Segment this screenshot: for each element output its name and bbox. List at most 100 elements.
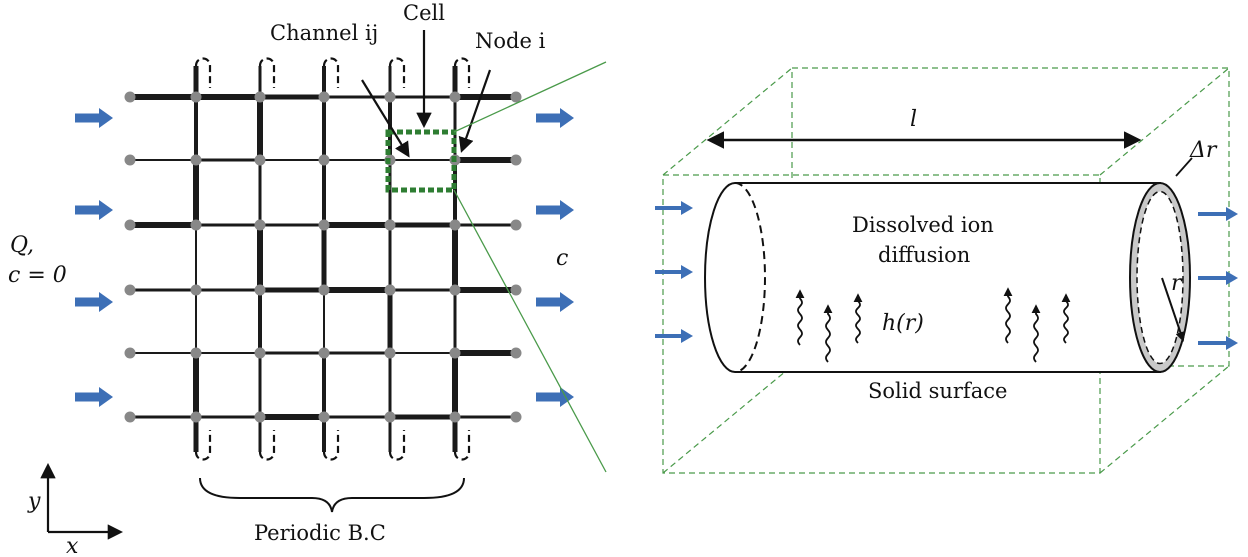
- wavy-arrow: [795, 289, 805, 346]
- node: [384, 411, 396, 423]
- wavy-arrow: [1003, 287, 1013, 344]
- reaction-label: h(r): [882, 311, 924, 336]
- thickness-label: Δr: [1189, 138, 1218, 163]
- wavy-arrows: [795, 287, 1071, 363]
- outlet-flow-arrows: [536, 108, 574, 407]
- wavy-arrow: [1031, 304, 1041, 363]
- node: [190, 154, 202, 166]
- node: [124, 154, 136, 166]
- node: [510, 284, 522, 296]
- node: [384, 219, 396, 231]
- node: [124, 411, 136, 423]
- periodic-loop-bottom: [388, 430, 406, 461]
- surface-label: Solid surface: [868, 379, 1007, 403]
- node: [384, 347, 396, 359]
- arrow-head: [1226, 207, 1238, 221]
- channel-flow-arrows: [655, 201, 1238, 350]
- periodic-label: Periodic B.C: [254, 521, 386, 545]
- wavy-arrow: [823, 304, 833, 363]
- zoom-line-top: [453, 61, 607, 133]
- node: [449, 347, 461, 359]
- periodic-loop-top: [194, 57, 212, 88]
- periodic-loop-top: [453, 57, 471, 88]
- channel-inlet-arrow: [655, 329, 693, 343]
- zoom-line-bottom: [453, 189, 607, 473]
- nodes: [124, 91, 522, 423]
- node: [510, 91, 522, 103]
- inlet-arrow: [75, 387, 113, 407]
- arrow-head: [681, 329, 693, 343]
- cylinder-left-end-far: [734, 182, 766, 373]
- node: [510, 411, 522, 423]
- node-pointer-arrow: [458, 69, 492, 153]
- channel-inlet-arrow: [655, 265, 693, 279]
- channel-outlet-arrow: [1198, 207, 1238, 221]
- node: [190, 284, 202, 296]
- wavy-arrow: [1061, 293, 1071, 344]
- arrow-head: [1226, 336, 1238, 350]
- outlet-c-label: c: [556, 246, 568, 271]
- channel-label: Channel ij: [270, 21, 378, 45]
- node: [318, 219, 330, 231]
- node: [124, 284, 136, 296]
- periodic-loop-bottom: [453, 430, 471, 461]
- node: [254, 284, 266, 296]
- inlet-c-label: c = 0: [8, 263, 67, 288]
- node: [510, 154, 522, 166]
- x-axis-label: x: [66, 534, 79, 557]
- node: [384, 91, 396, 103]
- channel-outlet-arrow: [1198, 271, 1238, 285]
- node: [124, 347, 136, 359]
- node: [254, 91, 266, 103]
- arrow-head: [681, 201, 693, 215]
- node: [318, 154, 330, 166]
- y-axis-label: y: [27, 489, 41, 514]
- inlet-arrow: [75, 292, 113, 312]
- node: [318, 284, 330, 296]
- inlet-arrow: [75, 200, 113, 220]
- thickness-pointer: [1175, 157, 1193, 177]
- channels: [130, 94, 516, 420]
- node: [254, 154, 266, 166]
- outlet-arrow: [536, 387, 574, 407]
- inlet-flow-arrows: [75, 108, 113, 407]
- periodic-boundary-loops: [193, 57, 471, 461]
- node: [190, 347, 202, 359]
- node: [190, 411, 202, 423]
- pore-network: Channel ij Cell Node i Q, c = 0 c Period…: [8, 1, 574, 557]
- radius-arrow: [1161, 277, 1186, 342]
- outlet-arrow: [536, 292, 574, 312]
- arrow-head: [681, 265, 693, 279]
- periodic-loop-top: [388, 57, 406, 88]
- node: [254, 411, 266, 423]
- node: [190, 91, 202, 103]
- node: [254, 347, 266, 359]
- inlet-q-label: Q,: [10, 233, 34, 258]
- node: [190, 219, 202, 231]
- periodic-loop-bottom: [258, 430, 276, 461]
- cell-label: Cell: [403, 1, 445, 25]
- node: [318, 91, 330, 103]
- radius-label: r: [1171, 271, 1183, 296]
- diffusion-label-line1: Dissolved ion: [852, 213, 994, 237]
- node: [449, 219, 461, 231]
- diffusion-label-line2: diffusion: [878, 243, 970, 267]
- cylinder-right-inner: [1136, 190, 1184, 365]
- node: [449, 411, 461, 423]
- node: [449, 91, 461, 103]
- channel-inlet-arrow: [655, 201, 693, 215]
- wavy-arrow: [853, 293, 863, 344]
- periodic-loop-top: [322, 57, 340, 88]
- periodic-loop-bottom: [322, 430, 340, 461]
- periodic-brace: [199, 477, 465, 513]
- node: [510, 347, 522, 359]
- cylinder-left-end-near: [704, 182, 736, 373]
- node: [254, 219, 266, 231]
- node: [318, 411, 330, 423]
- node: [124, 91, 136, 103]
- highlighted-cell: [385, 129, 457, 193]
- node: [510, 219, 522, 231]
- outlet-arrow: [536, 200, 574, 220]
- channel-pointer-arrow: [361, 79, 410, 158]
